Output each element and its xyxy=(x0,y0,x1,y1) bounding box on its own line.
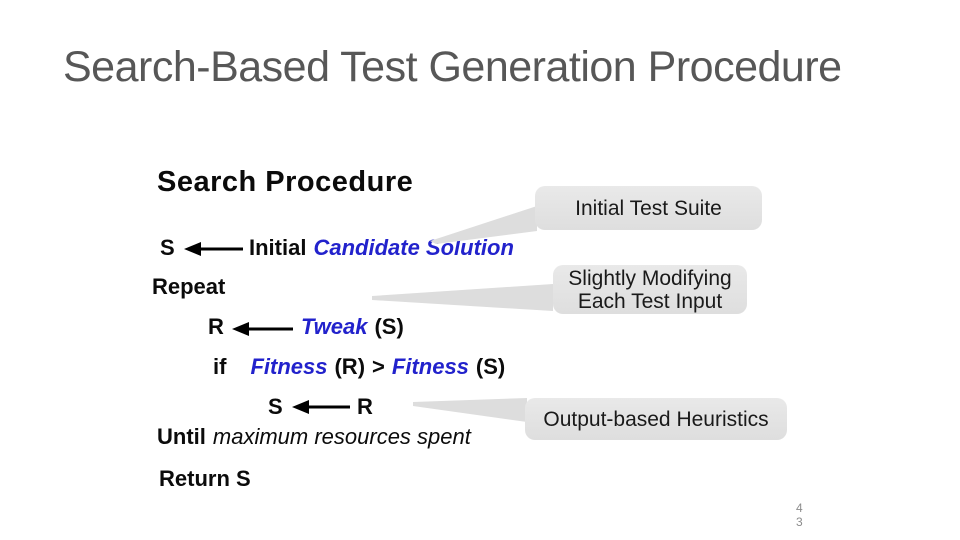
page-number-line2: 3 xyxy=(796,515,803,529)
assign1-term: Candidate Solution xyxy=(313,235,514,260)
slide-title: Search-Based Test Generation Procedure xyxy=(63,43,842,91)
assign2-lhs: R xyxy=(208,314,224,339)
assign2-rhs: Tweak(S) xyxy=(301,314,404,340)
callout-slightly-modifying: Slightly Modifying Each Test Input xyxy=(553,265,747,314)
figure-heading: Search Procedure xyxy=(157,166,414,198)
assign2-arg: (S) xyxy=(374,314,404,339)
callout-label-line1: Slightly Modifying xyxy=(568,266,732,290)
assign-arrow-left-icon-3 xyxy=(292,400,350,414)
fitness-arg-1: (R) xyxy=(334,354,366,379)
callout-initial-test-suite: Initial Test Suite xyxy=(535,186,762,230)
repeat-keyword: Repeat xyxy=(152,274,226,299)
fitness-function-1: Fitness xyxy=(250,354,328,379)
if-keyword: if xyxy=(213,354,227,379)
comparison-operator: > xyxy=(372,354,385,379)
assign3-rhs: R xyxy=(357,394,373,419)
page-number: 4 3 xyxy=(796,501,810,529)
assign1-keyword: Initial xyxy=(249,235,307,260)
callout-label: Initial Test Suite xyxy=(575,196,722,220)
page-number-line1: 4 xyxy=(796,501,803,515)
assign-arrow-left-icon-1 xyxy=(184,242,243,256)
until-condition: maximum resources spent xyxy=(212,424,471,449)
return-statement: Return S xyxy=(159,466,251,491)
assign3-lhs: S xyxy=(268,394,283,419)
assign1-lhs: S xyxy=(160,235,175,260)
until-keyword: Until xyxy=(157,424,206,449)
callout-output-based-heuristics: Output-based Heuristics xyxy=(525,398,787,440)
callout-label-line2: Each Test Input xyxy=(577,289,723,313)
callout-label: Output-based Heuristics xyxy=(543,407,769,431)
fitness-function-2: Fitness xyxy=(391,354,469,379)
callout-pointer-2 xyxy=(372,284,553,311)
fitness-arg-2: (S) xyxy=(475,354,506,379)
assign-arrow-left-icon-2 xyxy=(232,322,293,336)
callout-pointer-3 xyxy=(413,398,527,422)
assign2-function: Tweak xyxy=(301,314,368,339)
